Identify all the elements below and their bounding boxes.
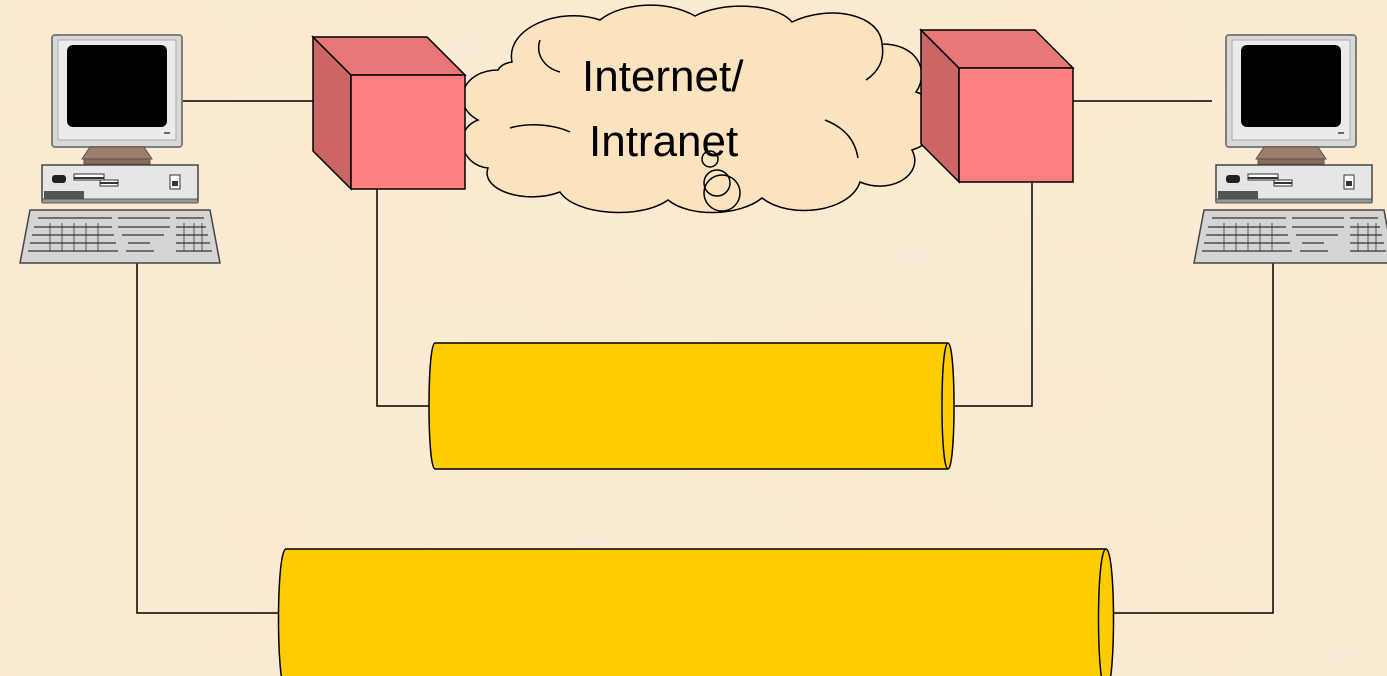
line-lower-pipe-to-right-computer: [1113, 262, 1274, 614]
cloud-label-line1: Internet/: [582, 52, 744, 101]
line-left-computer-to-lower-pipe: [136, 263, 282, 614]
line-left-router-to-upper-pipe: [376, 189, 430, 407]
cloud-icon: [461, 4, 940, 214]
router-right-cube-icon: [919, 28, 1075, 184]
lower-channel-cylinder-icon: [277, 548, 1115, 676]
cloud-label-line2: Intranet: [589, 117, 739, 166]
left-computer-icon: [19, 34, 221, 264]
right-computer-icon: [1193, 34, 1387, 264]
connection-lines: [136, 100, 1274, 614]
router-left-cube-icon: [311, 35, 467, 191]
line-upper-pipe-to-right-router: [955, 183, 1033, 407]
upper-channel-cylinder-icon: [428, 342, 955, 470]
